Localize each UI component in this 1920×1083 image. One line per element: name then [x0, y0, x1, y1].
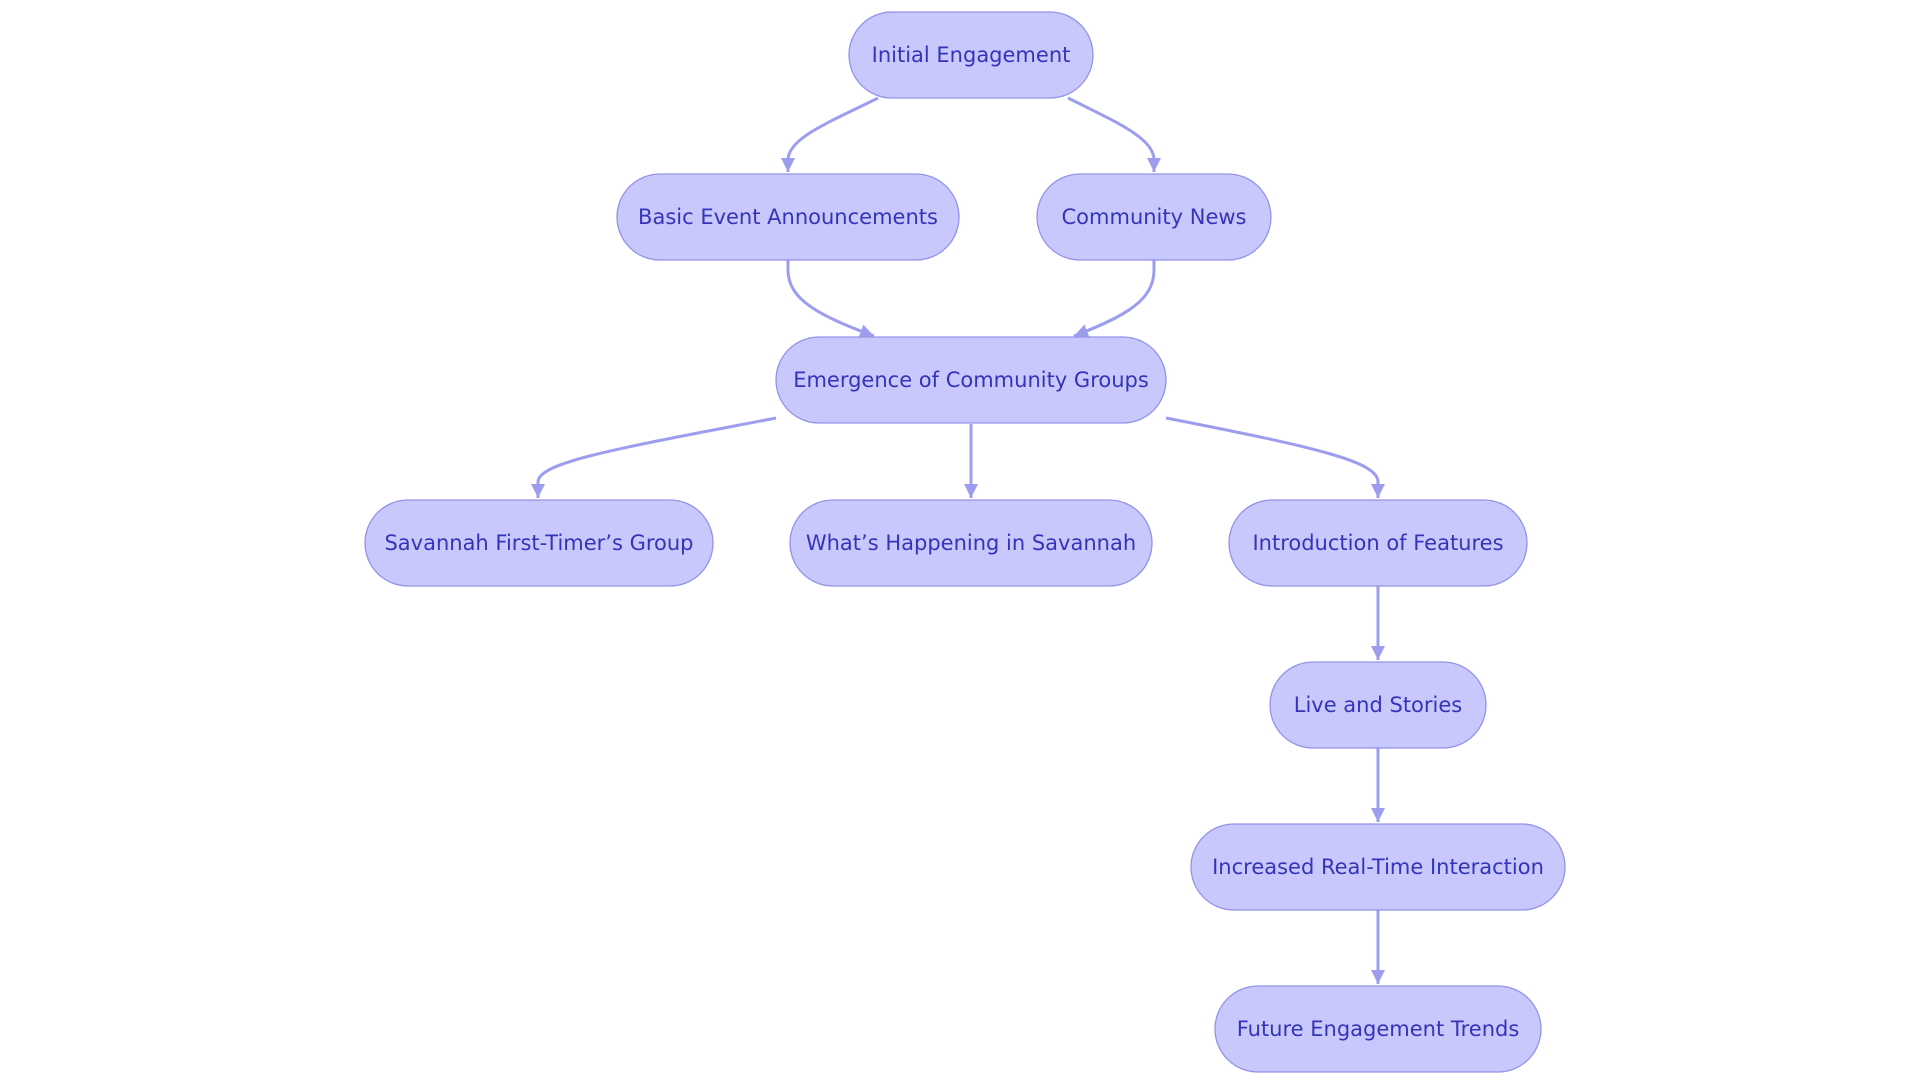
node-initial-engagement-label: Initial Engagement: [872, 43, 1071, 67]
node-introduction-of-features-shape: [1228, 499, 1528, 587]
edge-community-groups-to-features: [1165, 416, 1385, 498]
node-introduction-of-features-label: Introduction of Features: [1252, 531, 1503, 555]
edge-basic-events-to-community-groups: [786, 260, 875, 338]
node-increased-real-time-interaction: Increased Real-Time Interaction: [1190, 823, 1566, 911]
node-initial-engagement: Initial Engagement: [848, 11, 1094, 99]
node-basic-event-announcements-shape: [616, 173, 960, 261]
node-community-news-shape: [1036, 173, 1272, 261]
node-live-and-stories-label: Live and Stories: [1294, 693, 1462, 717]
node-whats-happening-in-savannah-label: What’s Happening in Savannah: [806, 531, 1136, 555]
node-savannah-first-timers-group: Savannah First-Timer’s Group: [364, 499, 714, 587]
node-introduction-of-features: Introduction of Features: [1228, 499, 1528, 587]
node-live-and-stories: Live and Stories: [1269, 661, 1487, 749]
node-future-engagement-trends-shape: [1214, 985, 1542, 1073]
edge-community-news-to-community-groups: [1073, 260, 1156, 338]
edge-initial-to-basic-events: [781, 96, 879, 172]
edges: [531, 96, 1385, 984]
node-increased-real-time-interaction-shape: [1190, 823, 1566, 911]
node-basic-event-announcements-label: Basic Event Announcements: [638, 205, 938, 229]
node-live-and-stories-shape: [1269, 661, 1487, 749]
node-community-news: Community News: [1036, 173, 1272, 261]
node-emergence-of-community-groups: Emergence of Community Groups: [775, 336, 1167, 424]
node-increased-real-time-interaction-label: Increased Real-Time Interaction: [1212, 855, 1544, 879]
node-initial-engagement-shape: [848, 11, 1094, 99]
node-basic-event-announcements: Basic Event Announcements: [616, 173, 960, 261]
node-future-engagement-trends-label: Future Engagement Trends: [1237, 1017, 1520, 1041]
node-savannah-first-timers-group-label: Savannah First-Timer’s Group: [384, 531, 693, 555]
node-future-engagement-trends: Future Engagement Trends: [1214, 985, 1542, 1073]
node-community-news-label: Community News: [1062, 205, 1247, 229]
node-emergence-of-community-groups-shape: [775, 336, 1167, 424]
node-emergence-of-community-groups-label: Emergence of Community Groups: [793, 368, 1149, 392]
node-whats-happening-in-savannah: What’s Happening in Savannah: [789, 499, 1153, 587]
edge-community-groups-to-first-timers: [531, 416, 777, 498]
node-savannah-first-timers-group-shape: [364, 499, 714, 587]
node-whats-happening-in-savannah-shape: [789, 499, 1153, 587]
edge-initial-to-community-news: [1067, 96, 1161, 172]
